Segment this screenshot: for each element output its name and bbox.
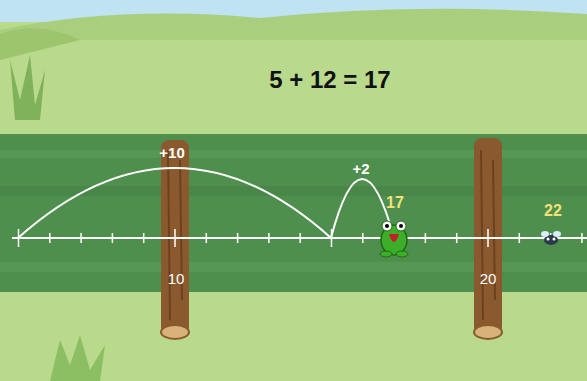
position-number: 17 <box>386 195 404 211</box>
bush <box>50 335 105 381</box>
tick-mark <box>112 233 114 243</box>
hill <box>0 28 80 60</box>
tick-mark <box>174 229 176 247</box>
far-hills <box>0 9 587 40</box>
tick-mark <box>237 233 239 243</box>
bush <box>10 55 45 120</box>
tick-mark <box>362 233 364 243</box>
tick-mark <box>143 233 145 243</box>
tick-marks <box>19 229 582 247</box>
log-post <box>161 140 189 339</box>
tick-mark <box>206 233 208 243</box>
jump-label: +10 <box>159 145 184 160</box>
tick-mark <box>487 229 489 247</box>
equation-title: 5 + 12 = 17 <box>269 68 390 92</box>
tick-mark <box>456 233 458 243</box>
tick-mark <box>49 233 51 243</box>
frog <box>380 221 408 257</box>
fly <box>541 231 561 245</box>
tick-mark <box>581 233 583 243</box>
tick-mark <box>268 233 270 243</box>
tick-mark <box>519 233 521 243</box>
axis-number: 10 <box>168 271 185 286</box>
jump-arc <box>18 168 331 238</box>
axis-number: 20 <box>480 271 497 286</box>
tick-mark <box>299 233 301 243</box>
target-number: 22 <box>544 203 562 219</box>
jump-label: +2 <box>352 161 369 176</box>
tick-mark <box>80 233 82 243</box>
jump-arc <box>331 179 394 238</box>
tick-mark <box>425 233 427 243</box>
